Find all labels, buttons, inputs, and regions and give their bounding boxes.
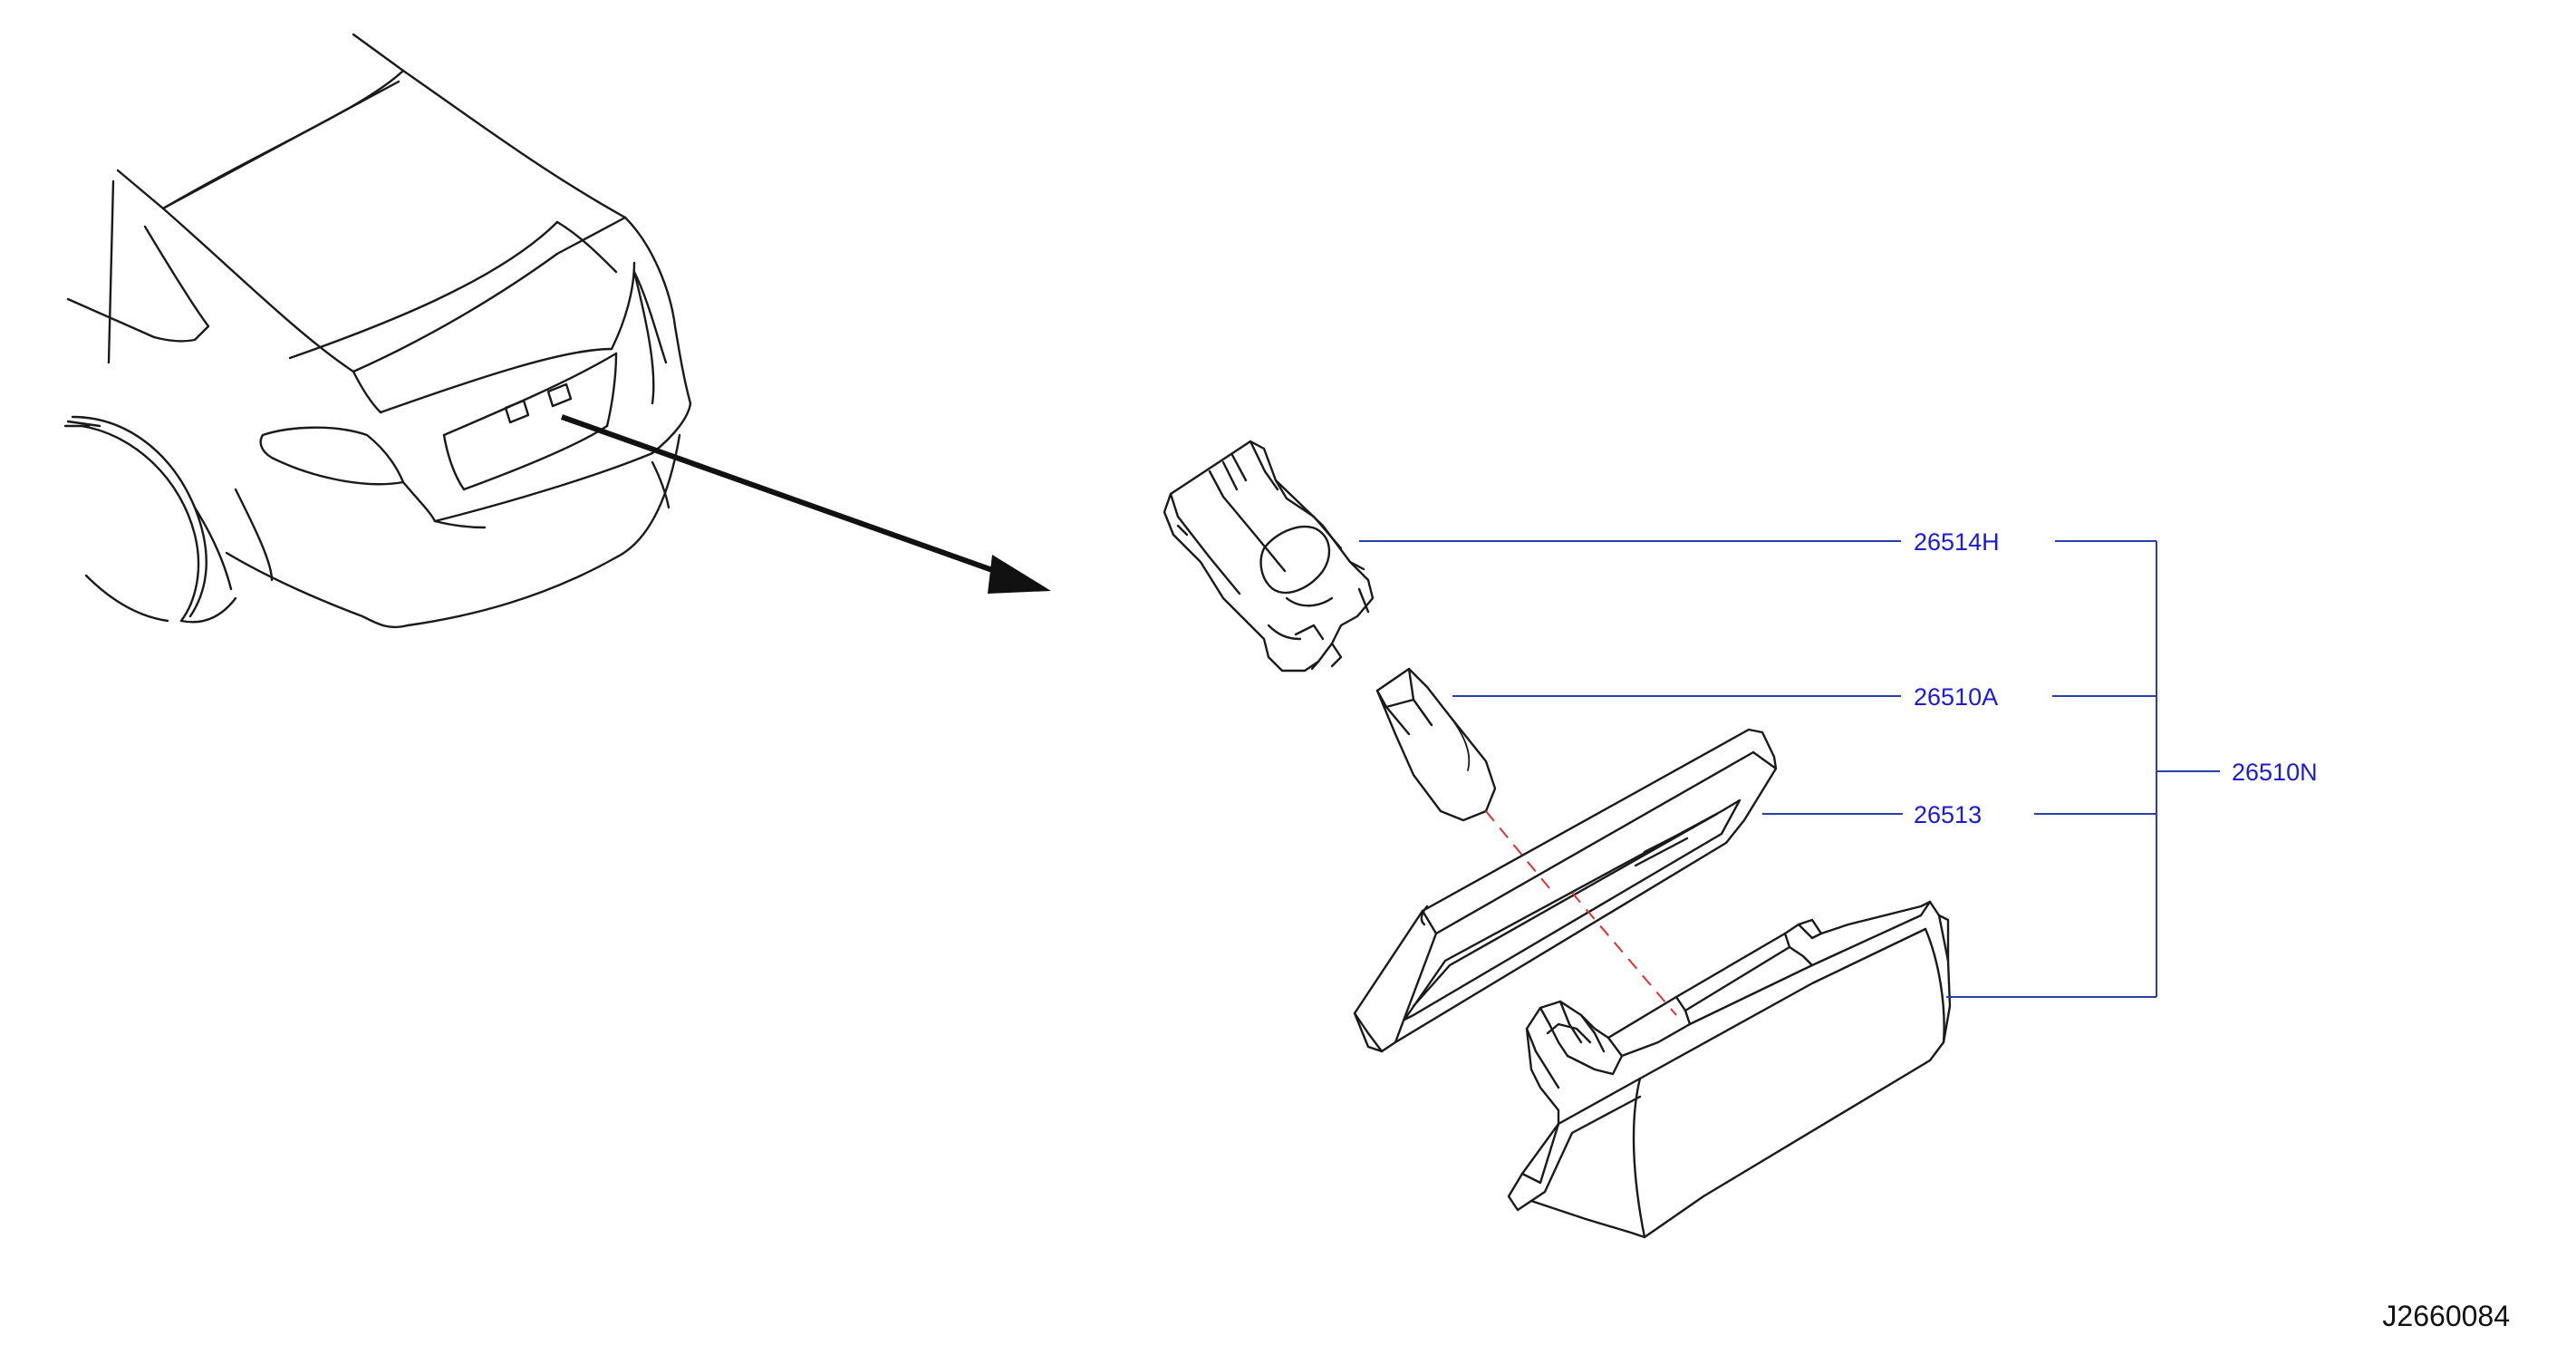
assembly-guide-line [1485,810,1677,1016]
lens-drawing [1353,728,1778,1053]
diagram-id: J2660084 [2382,1300,2510,1332]
leader-lines [1359,540,2220,998]
socket-drawing [1163,440,1375,672]
car-rear-illustration [63,33,692,629]
part-number-bulb: 26510A [1914,683,1998,711]
part-number-lens: 26513 [1914,801,1982,828]
direction-arrow [560,414,1051,594]
bulb-drawing [1375,667,1497,822]
part-number-lamp-assembly: 26510N [2232,759,2318,786]
lamp-housing-drawing [1507,900,1952,1239]
part-number-socket: 26514H [1914,528,2000,556]
